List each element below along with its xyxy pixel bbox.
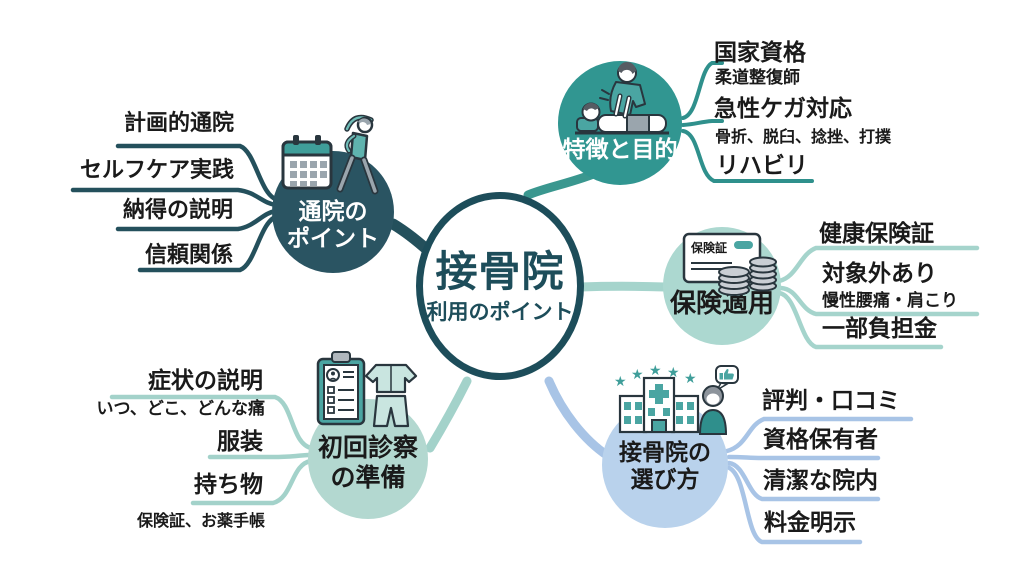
label-selfcare: セルフケア実践 [79,158,234,183]
label-nattoku: 納得の説明 [122,198,233,223]
branch-kokka [681,61,724,120]
branch-ryokin [724,464,863,545]
node-shokai-label-2: の準備 [330,462,406,492]
node-shokai-label-1: 初回診察 [317,433,418,462]
insurance-card-label: 保険証 [690,240,727,255]
hospital-review-icon: ★★★ ★★ [614,363,739,435]
connector-center-shokai [425,376,472,453]
node-erabikata-label-1: 接骨院の [619,440,711,466]
label-fukuso: 服装 [217,429,263,455]
label-kenko-hokensho: 健康保険証 [819,221,934,247]
stretching-person-icon [336,114,379,195]
checklist-clothes-icon [316,351,418,428]
center-subtitle: 利用のポイント [426,300,574,325]
calendar-icon [281,135,333,190]
node-erabikata-label-2: 選び方 [630,467,700,494]
label-shikaku-hoyusha: 資格保有者 [763,427,878,453]
label-shinrai: 信頼関係 [144,243,233,268]
label-itsu-doko: いつ、どこ、どんな痛 [96,399,265,419]
svg-text:★: ★ [649,363,662,379]
svg-text:★: ★ [684,371,697,387]
label-kossetsu-list: 骨折、脱臼、捻挫、打撲 [715,127,892,146]
branch-hyoban [724,416,914,454]
node-tsuin-label-1: 通院の [298,199,368,225]
branch-keikaku [115,143,281,203]
node-tsuin: 通院の ポイント [272,151,394,273]
branch-fukuso [207,452,312,460]
label-mochimono: 持ち物 [194,472,263,498]
label-kyusei-kega: 急性ケガ対応 [714,96,852,122]
center-node: 接骨院 利用のポイント [416,192,584,380]
node-tokucho-label: 特徴と目的 [562,137,678,163]
label-judo-seifukushi: 柔道整復師 [715,68,800,88]
branch-ichibu [776,290,944,350]
massage-treatment-icon [575,62,669,135]
reviewer-person [698,408,728,435]
label-kokka-shikaku: 国家資格 [714,40,806,66]
branch-nattoku [115,208,279,232]
label-keikaku-tsuin: 計画的通院 [123,111,234,136]
branch-rehab [681,129,814,183]
branch-kenko [776,245,980,284]
label-ryokin: 料金明示 [764,510,856,536]
center-title: 接骨院 [435,246,565,296]
branch-selfcare [70,187,279,208]
insurance-card-coins-icon: 保険証 [682,232,777,296]
branch-kyusei [681,119,724,127]
connector-center-erabikata [544,376,613,461]
node-tsuin-label-2: ポイント [287,226,379,253]
thumbs-up-icon [719,368,734,380]
branch-taisho [778,285,980,317]
svg-text:★: ★ [614,374,627,390]
label-hyoban: 評判・口コミ [762,388,900,414]
label-seiketsu: 清潔な院内 [763,468,878,494]
branch-mochimono [190,458,314,506]
connector-center-hoken [575,281,670,292]
branch-shojo [109,394,314,451]
label-mansei: 慢性腰痛・肩こり [822,291,958,311]
branch-seiketsu [726,460,881,502]
branch-shikaku [726,454,881,461]
label-rehab: リハビリ [716,153,808,179]
svg-text:★: ★ [631,367,644,383]
label-shojo-setsumei: 症状の説明 [148,368,263,394]
label-hokensho-okusuri: 保険証、お薬手帳 [136,511,265,530]
label-taishogai: 対象外あり [822,261,937,287]
label-ichibu-futan: 一部負担金 [822,316,937,342]
